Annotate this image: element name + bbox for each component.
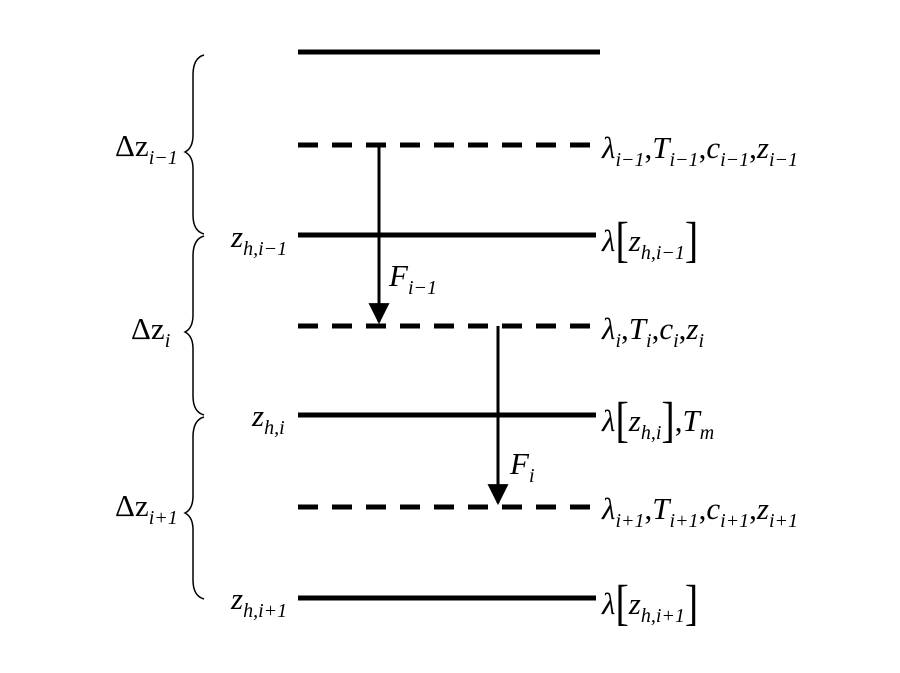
interface-conductivity-i-minus-1: λ[zh,i−1] (602, 211, 699, 268)
brace-delta-z-i-minus-1 (183, 54, 205, 235)
brace-delta-z-i-plus-1 (183, 416, 205, 600)
delta-z-label-i: Δzi (131, 311, 171, 352)
delta-z-label-i-plus-1: Δzi+1 (115, 488, 178, 529)
interface-conductivity-i-plus-1: λ[zh,i+1] (602, 574, 699, 631)
interface-label-i: zh,i (252, 398, 285, 439)
delta-z-label-i-minus-1: Δzi−1 (115, 128, 178, 169)
interface-label-i-plus-1: zh,i+1 (231, 581, 288, 622)
node-label-i-plus-1: λi+1,Ti+1,ci+1,zi+1 (602, 491, 799, 532)
brace-delta-z-i (183, 235, 205, 416)
node-label-i: λi,Ti,ci,zi (602, 311, 705, 352)
flux-label-i-minus-1: Fi−1 (389, 258, 437, 299)
interface-conductivity-i: λ[zh,i],Tm (602, 391, 715, 448)
interface-label-i-minus-1: zh,i−1 (231, 219, 288, 260)
node-label-i-minus-1: λi−1,Ti−1,ci−1,zi−1 (602, 130, 799, 171)
flux-label-i: Fi (510, 446, 535, 487)
